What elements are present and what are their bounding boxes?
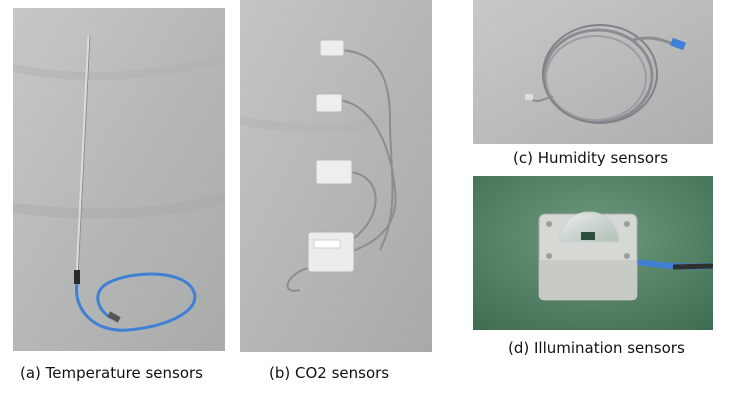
caption-illumination-sensors: (d) Illumination sensors: [508, 339, 685, 357]
photo-humidity-sensors: [473, 0, 713, 144]
co2-sensors-image: [240, 0, 432, 352]
photo-illumination-sensors: [473, 176, 713, 330]
humidity-sensors-image: [473, 0, 713, 144]
illumination-sensors-image: [473, 176, 713, 330]
photo-co2-sensors: [240, 0, 432, 352]
photo-temperature-sensor: [13, 8, 225, 351]
temperature-sensor-image: [13, 8, 225, 351]
caption-humidity-sensors: (c) Humidity sensors: [513, 149, 669, 167]
caption-co2-sensors: (b) CO2 sensors: [269, 364, 390, 382]
caption-temperature-sensors: (a) Temperature sensors: [20, 364, 203, 382]
